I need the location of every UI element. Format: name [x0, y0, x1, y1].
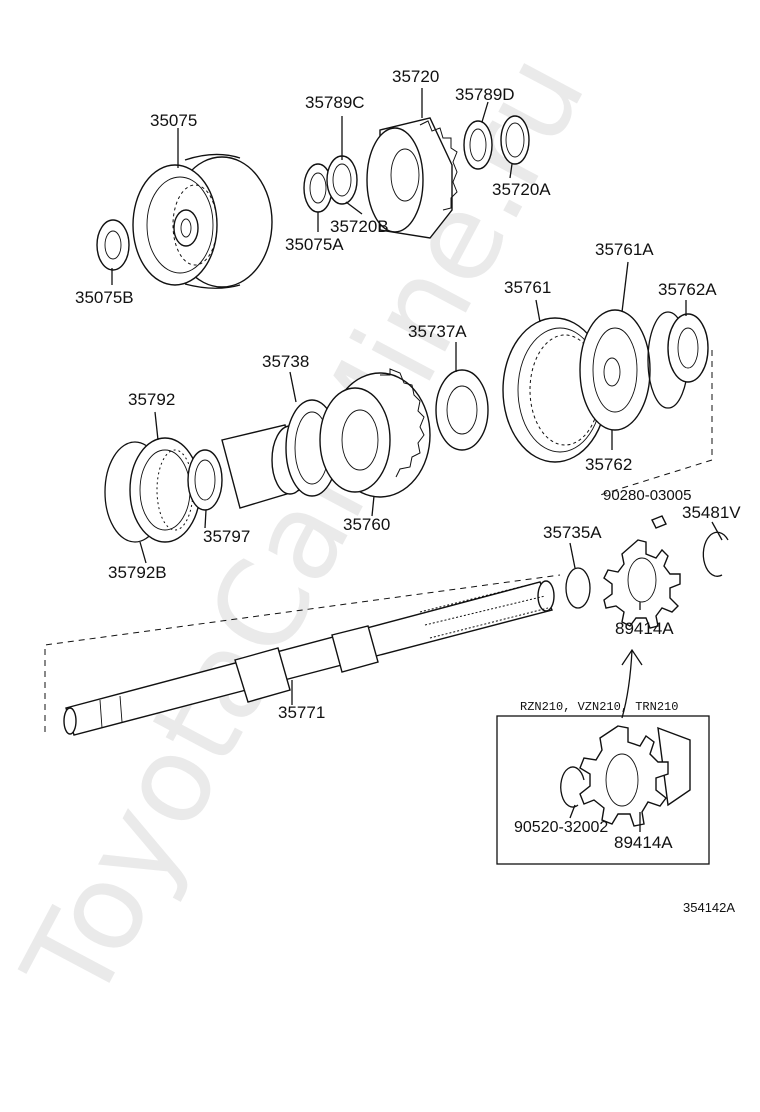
label-35075: 35075: [150, 111, 197, 130]
label-35789C: 35789C: [305, 93, 365, 112]
part-labels: 35075 35075B 35789C 35720 35789D 35720A …: [75, 67, 741, 915]
label-35075B: 35075B: [75, 288, 134, 307]
snap-ring-35481V: [702, 531, 729, 577]
label-35075A: 35075A: [285, 235, 344, 254]
label-35771: 35771: [278, 703, 325, 722]
label-90280-03005: 90280-03005: [603, 487, 691, 504]
label-35738: 35738: [262, 352, 309, 371]
bearing-35762A: [647, 311, 709, 409]
bearing-35720A: [500, 115, 530, 165]
label-35761A: 35761A: [595, 240, 654, 259]
bearing-35797: [187, 449, 223, 511]
label-35735A: 35735A: [543, 523, 602, 542]
label-35720: 35720: [392, 67, 439, 86]
flange-35762: [579, 309, 651, 431]
leader-lines: [111, 88, 723, 832]
output-shaft-35771: [63, 580, 555, 736]
label-35760: 35760: [343, 515, 390, 534]
ring-35735A: [565, 567, 591, 609]
label-35720A: 35720A: [492, 180, 551, 199]
label-35737A: 35737A: [408, 322, 467, 341]
guide-lines: [44, 350, 713, 732]
label-35762A: 35762A: [658, 280, 717, 299]
label-35789D: 35789D: [455, 85, 515, 104]
gear-35760: [319, 368, 431, 498]
label-35761: 35761: [504, 278, 551, 297]
label-35762: 35762: [585, 455, 632, 474]
planetary-carrier-35720: [366, 117, 458, 239]
label-35720B: 35720B: [330, 217, 389, 236]
label-35792: 35792: [128, 390, 175, 409]
label-35797: 35797: [203, 527, 250, 546]
arrow-up: [621, 648, 643, 719]
race-35789C: [326, 155, 358, 205]
label-90520-32002: 90520-32002: [514, 819, 608, 836]
ball-90280-03005: [651, 515, 667, 529]
drum-35075: [132, 153, 273, 289]
variant-box-label: RZN210, VZN210, TRN210: [520, 700, 678, 714]
label-35792B: 35792B: [108, 563, 167, 582]
label-89414A-box: 89414A: [614, 833, 673, 852]
variant-box: [496, 715, 710, 865]
label-35481V: 35481V: [682, 503, 741, 522]
diagram-ref-number: 354142A: [683, 900, 735, 915]
race-35789D: [463, 120, 493, 170]
washer-35075B: [96, 219, 130, 271]
label-89414A: 89414A: [615, 619, 674, 638]
rotor-89414A: [603, 539, 681, 629]
washer-35737A: [435, 369, 489, 451]
